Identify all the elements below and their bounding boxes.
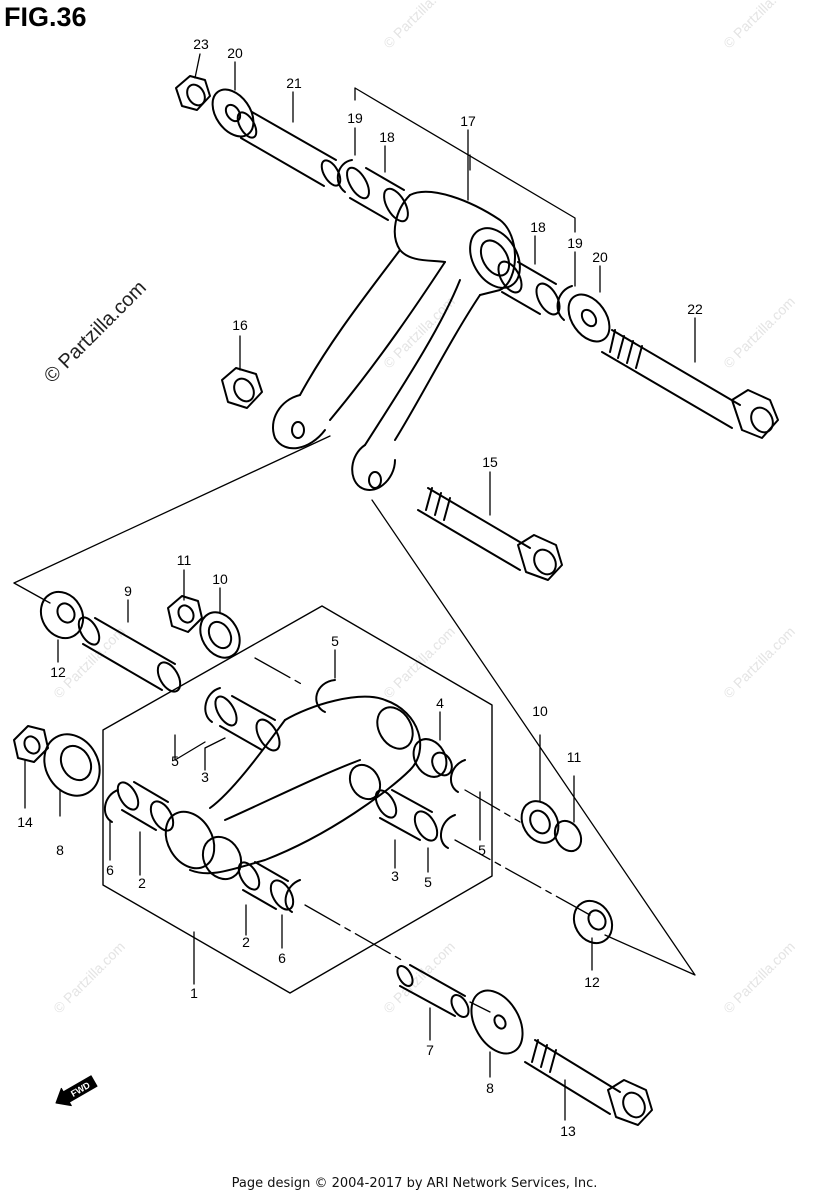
part-2-bearing-bottom: [237, 861, 295, 911]
part-12-washer: [39, 590, 85, 640]
callout-label: 10: [532, 703, 548, 719]
part-11-cap-right: [553, 819, 583, 853]
part-1-outline: [102, 605, 493, 994]
part-15-bolt: [417, 487, 563, 581]
callout-label: 18: [530, 219, 546, 235]
part-17-cushion-lever: [272, 190, 521, 491]
callout-label: 18: [379, 129, 395, 145]
part-3-bearing: [214, 695, 281, 752]
part-4-collar: [412, 738, 453, 778]
part-2-bearing: [116, 781, 175, 832]
part-20-washer-right: [567, 293, 611, 343]
callout-label: 12: [584, 974, 600, 990]
cushion-rod-assembly: [175, 75, 779, 581]
callout-label: 12: [50, 664, 66, 680]
callout-labels: 23 20 21 19 18 17 18 19 20 22 16 15 11 1…: [17, 36, 703, 1139]
part-18-bearing: [346, 166, 409, 223]
footer-copyright: Page design © 2004-2017 by ARI Network S…: [231, 1176, 598, 1191]
part-5-circlip: [315, 679, 336, 713]
part-3-bearing-right: [374, 789, 439, 842]
callout-label: 5: [424, 874, 432, 890]
callout-label: 11: [177, 552, 192, 568]
part-12-washer-right: [572, 899, 614, 945]
callout-label: 5: [478, 842, 486, 858]
part-22-bolt: [601, 329, 779, 439]
callout-label: 3: [201, 769, 209, 785]
leader-lines: [24, 53, 696, 1121]
part-1-cushion-link: [164, 695, 422, 881]
callout-label: 6: [106, 862, 114, 878]
part-21-shaft: [236, 111, 342, 187]
part-6-circlip: [284, 879, 301, 913]
callout-label: 16: [232, 317, 248, 333]
part-7-spacer: [396, 964, 470, 1018]
callout-label: 6: [278, 950, 286, 966]
callout-label: 20: [227, 45, 243, 61]
part-16-nut: [221, 367, 263, 409]
callout-label: 2: [138, 875, 146, 891]
callout-label: 2: [242, 934, 250, 950]
callout-label: 8: [486, 1080, 494, 1096]
part-10-seal: [199, 611, 241, 659]
figure-title: FIG.36: [4, 2, 87, 32]
callout-label: 21: [286, 75, 302, 91]
callout-label: 19: [347, 110, 363, 126]
callout-label: 11: [567, 749, 582, 765]
callout-label: 5: [171, 753, 179, 769]
callout-label: 5: [331, 633, 339, 649]
part-5-circlip: [449, 759, 466, 793]
part-5-circlip: [204, 687, 221, 723]
callout-label: 19: [567, 235, 583, 251]
callout-label: 3: [391, 868, 399, 884]
cushion-rod-link-assembly: [13, 435, 696, 1126]
part-8-washer-bottom: [470, 989, 524, 1055]
callout-label: 1: [190, 985, 198, 1001]
callout-label: 15: [482, 454, 498, 470]
part-23-nut: [175, 75, 211, 111]
part-19-circlip-right: [556, 285, 573, 321]
callout-label: 17: [460, 113, 476, 129]
callout-label: 9: [124, 583, 132, 599]
part-19-circlip: [336, 159, 353, 193]
part-8-washer-left: [43, 733, 101, 797]
part-11-cap: [167, 595, 203, 633]
callout-label: 20: [592, 249, 608, 265]
part-5-circlip: [439, 814, 456, 849]
part-10-seal-right: [520, 800, 560, 844]
callout-label: 23: [193, 36, 209, 52]
callout-label: 8: [56, 842, 64, 858]
callout-label: 22: [687, 301, 703, 317]
part-18-bearing-right: [497, 260, 561, 316]
part-13-bolt: [524, 1039, 653, 1126]
part-14-nut: [13, 725, 49, 763]
callout-label: 14: [17, 814, 33, 830]
part-6-circlip: [103, 789, 119, 823]
callout-label: 10: [212, 571, 228, 587]
part-9-spacer: [77, 616, 182, 693]
callout-label: 13: [560, 1123, 576, 1139]
fwd-arrow-icon: FWD: [55, 1075, 98, 1107]
callout-label: 4: [436, 695, 444, 711]
callout-label: 7: [426, 1042, 434, 1058]
